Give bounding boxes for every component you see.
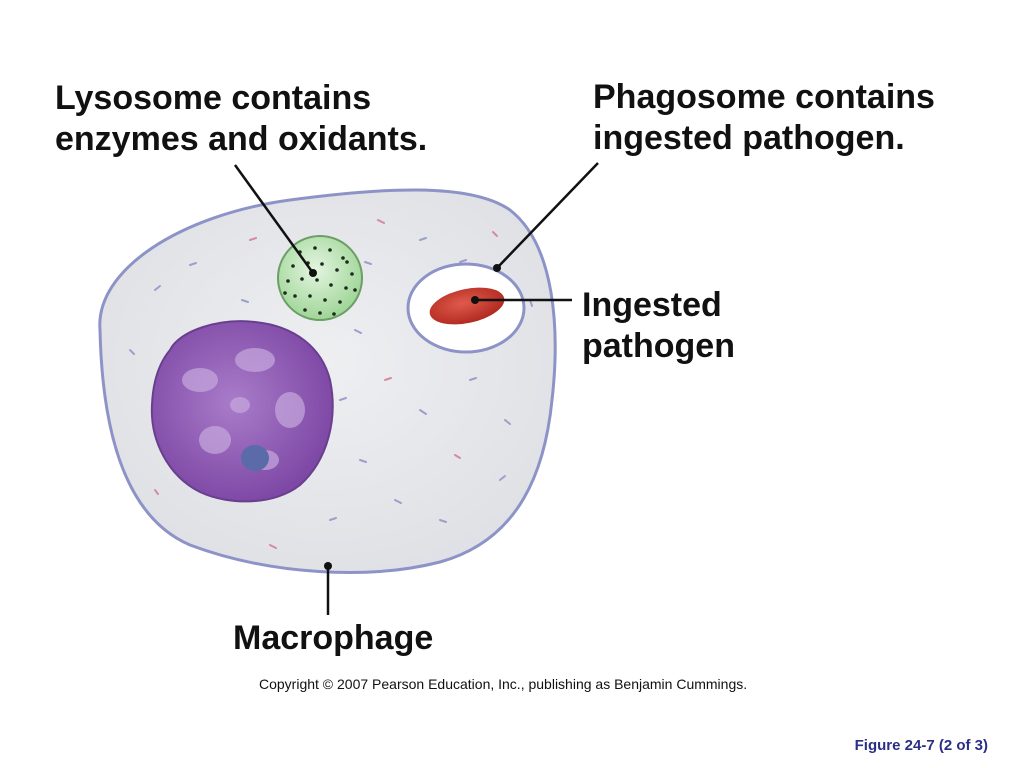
lysosome bbox=[277, 235, 363, 321]
phagosome-label-line1: Phagosome contains bbox=[593, 78, 935, 116]
nucleolus bbox=[241, 445, 269, 471]
pathogen-label-line2: pathogen bbox=[582, 327, 735, 365]
lysosome-label-line2: enzymes and oxidants. bbox=[55, 120, 428, 158]
lysosome-label: Lysosome contains enzymes and oxidants. bbox=[55, 78, 427, 160]
lysosome-label-line1: Lysosome contains bbox=[55, 79, 372, 117]
leader-lines bbox=[233, 162, 599, 615]
figure-reference: Figure 24-7 (2 of 3) bbox=[854, 737, 988, 754]
ingested-pathogen bbox=[429, 287, 505, 325]
chromatin-patches bbox=[182, 348, 305, 470]
phagosome-label: Phagosome contains ingested pathogen. bbox=[593, 77, 935, 159]
pathogen-label-line1: Ingested bbox=[582, 286, 722, 324]
copyright-notice: Copyright © 2007 Pearson Education, Inc.… bbox=[259, 676, 748, 692]
pathogen-label: Ingested pathogen bbox=[582, 285, 735, 367]
phagosome-label-line2: ingested pathogen. bbox=[593, 119, 905, 157]
cytoplasm-granules bbox=[129, 219, 533, 549]
macrophage-label: Macrophage bbox=[233, 619, 434, 657]
lysosome-enzyme-dots bbox=[283, 246, 357, 316]
